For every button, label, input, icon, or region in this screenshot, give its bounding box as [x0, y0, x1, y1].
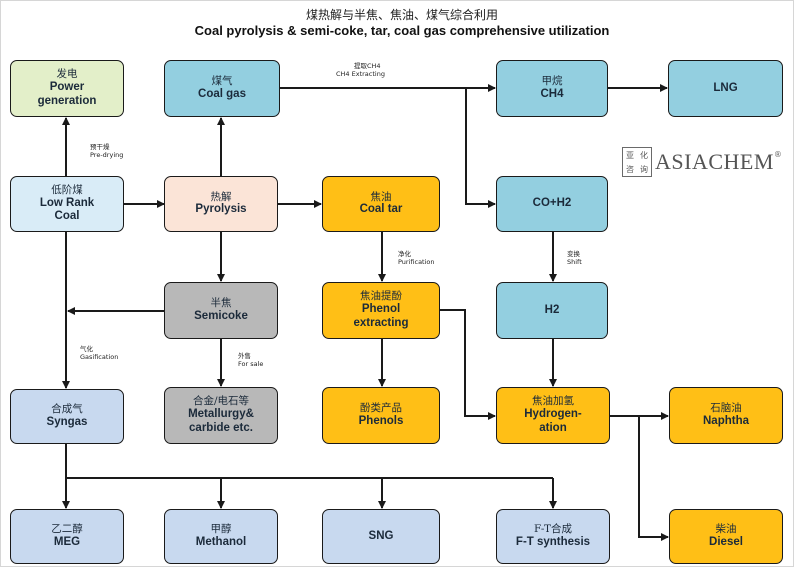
node-naphtha: 石脑油 Naphtha	[669, 387, 783, 444]
node-diesel: 柴油 Diesel	[669, 509, 783, 564]
node-hydrogenation: 焦油加氢 Hydrogen- ation	[496, 387, 610, 444]
title-english: Coal pyrolysis & semi-coke, tar, coal ga…	[194, 23, 610, 38]
arrow-hydrogenation-to-diesel	[638, 416, 669, 541]
node-phenol-extracting: 焦油提酚 Phenol extracting	[322, 282, 440, 339]
logo-registered-mark: ®	[773, 149, 782, 159]
image-frame	[0, 0, 794, 567]
node-ft-synthesis: F-T合成 F-T synthesis	[496, 509, 610, 564]
node-power-generation: 发电 Power generation	[10, 60, 124, 117]
label-for-sale: 外售 For sale	[238, 352, 264, 369]
node-syngas: 合成气 Syngas	[10, 389, 124, 444]
logo-seal-icon: 亚 化 咨 询	[622, 147, 652, 177]
node-h2: H2	[496, 282, 608, 339]
node-coal-tar: 焦油 Coal tar	[322, 176, 440, 232]
asiachem-logo: 亚 化 咨 询 ASIACHEM ®	[622, 147, 782, 177]
label-shift: 变换 Shift	[567, 250, 582, 267]
label-ch4-extracting: 提取CH4 CH4 Extracting	[336, 62, 385, 79]
node-phenols: 酚类产品 Phenols	[322, 387, 440, 444]
label-purification: 净化 Purification	[398, 250, 435, 267]
node-methanol: 甲醇 Methanol	[164, 509, 278, 564]
label-pre-drying: 预干燥 Pre-drying	[90, 143, 124, 160]
node-co-h2: CO+H2	[496, 176, 608, 232]
node-metallurgy: 合金/电石等 Metallurgy& carbide etc.	[164, 387, 278, 444]
node-pyrolysis: 热解 Pyrolysis	[164, 176, 278, 232]
node-semicoke: 半焦 Semicoke	[164, 282, 278, 339]
node-meg: 乙二醇 MEG	[10, 509, 124, 564]
logo-text: ASIACHEM	[655, 149, 774, 174]
arrow-phenol-to-hydrogenation	[440, 309, 496, 420]
node-low-rank-coal: 低阶煤 Low Rank Coal	[10, 176, 124, 232]
node-ch4: 甲烷 CH4	[496, 60, 608, 117]
label-gasification: 气化 Gasification	[80, 345, 119, 362]
arrow-coalgas-to-coh2	[465, 88, 496, 208]
node-coal-gas: 煤气 Coal gas	[164, 60, 280, 117]
node-sng: SNG	[322, 509, 440, 564]
title-chinese: 煤热解与半焦、焦油、煤气综合利用	[305, 8, 498, 22]
node-lng: LNG	[668, 60, 783, 117]
